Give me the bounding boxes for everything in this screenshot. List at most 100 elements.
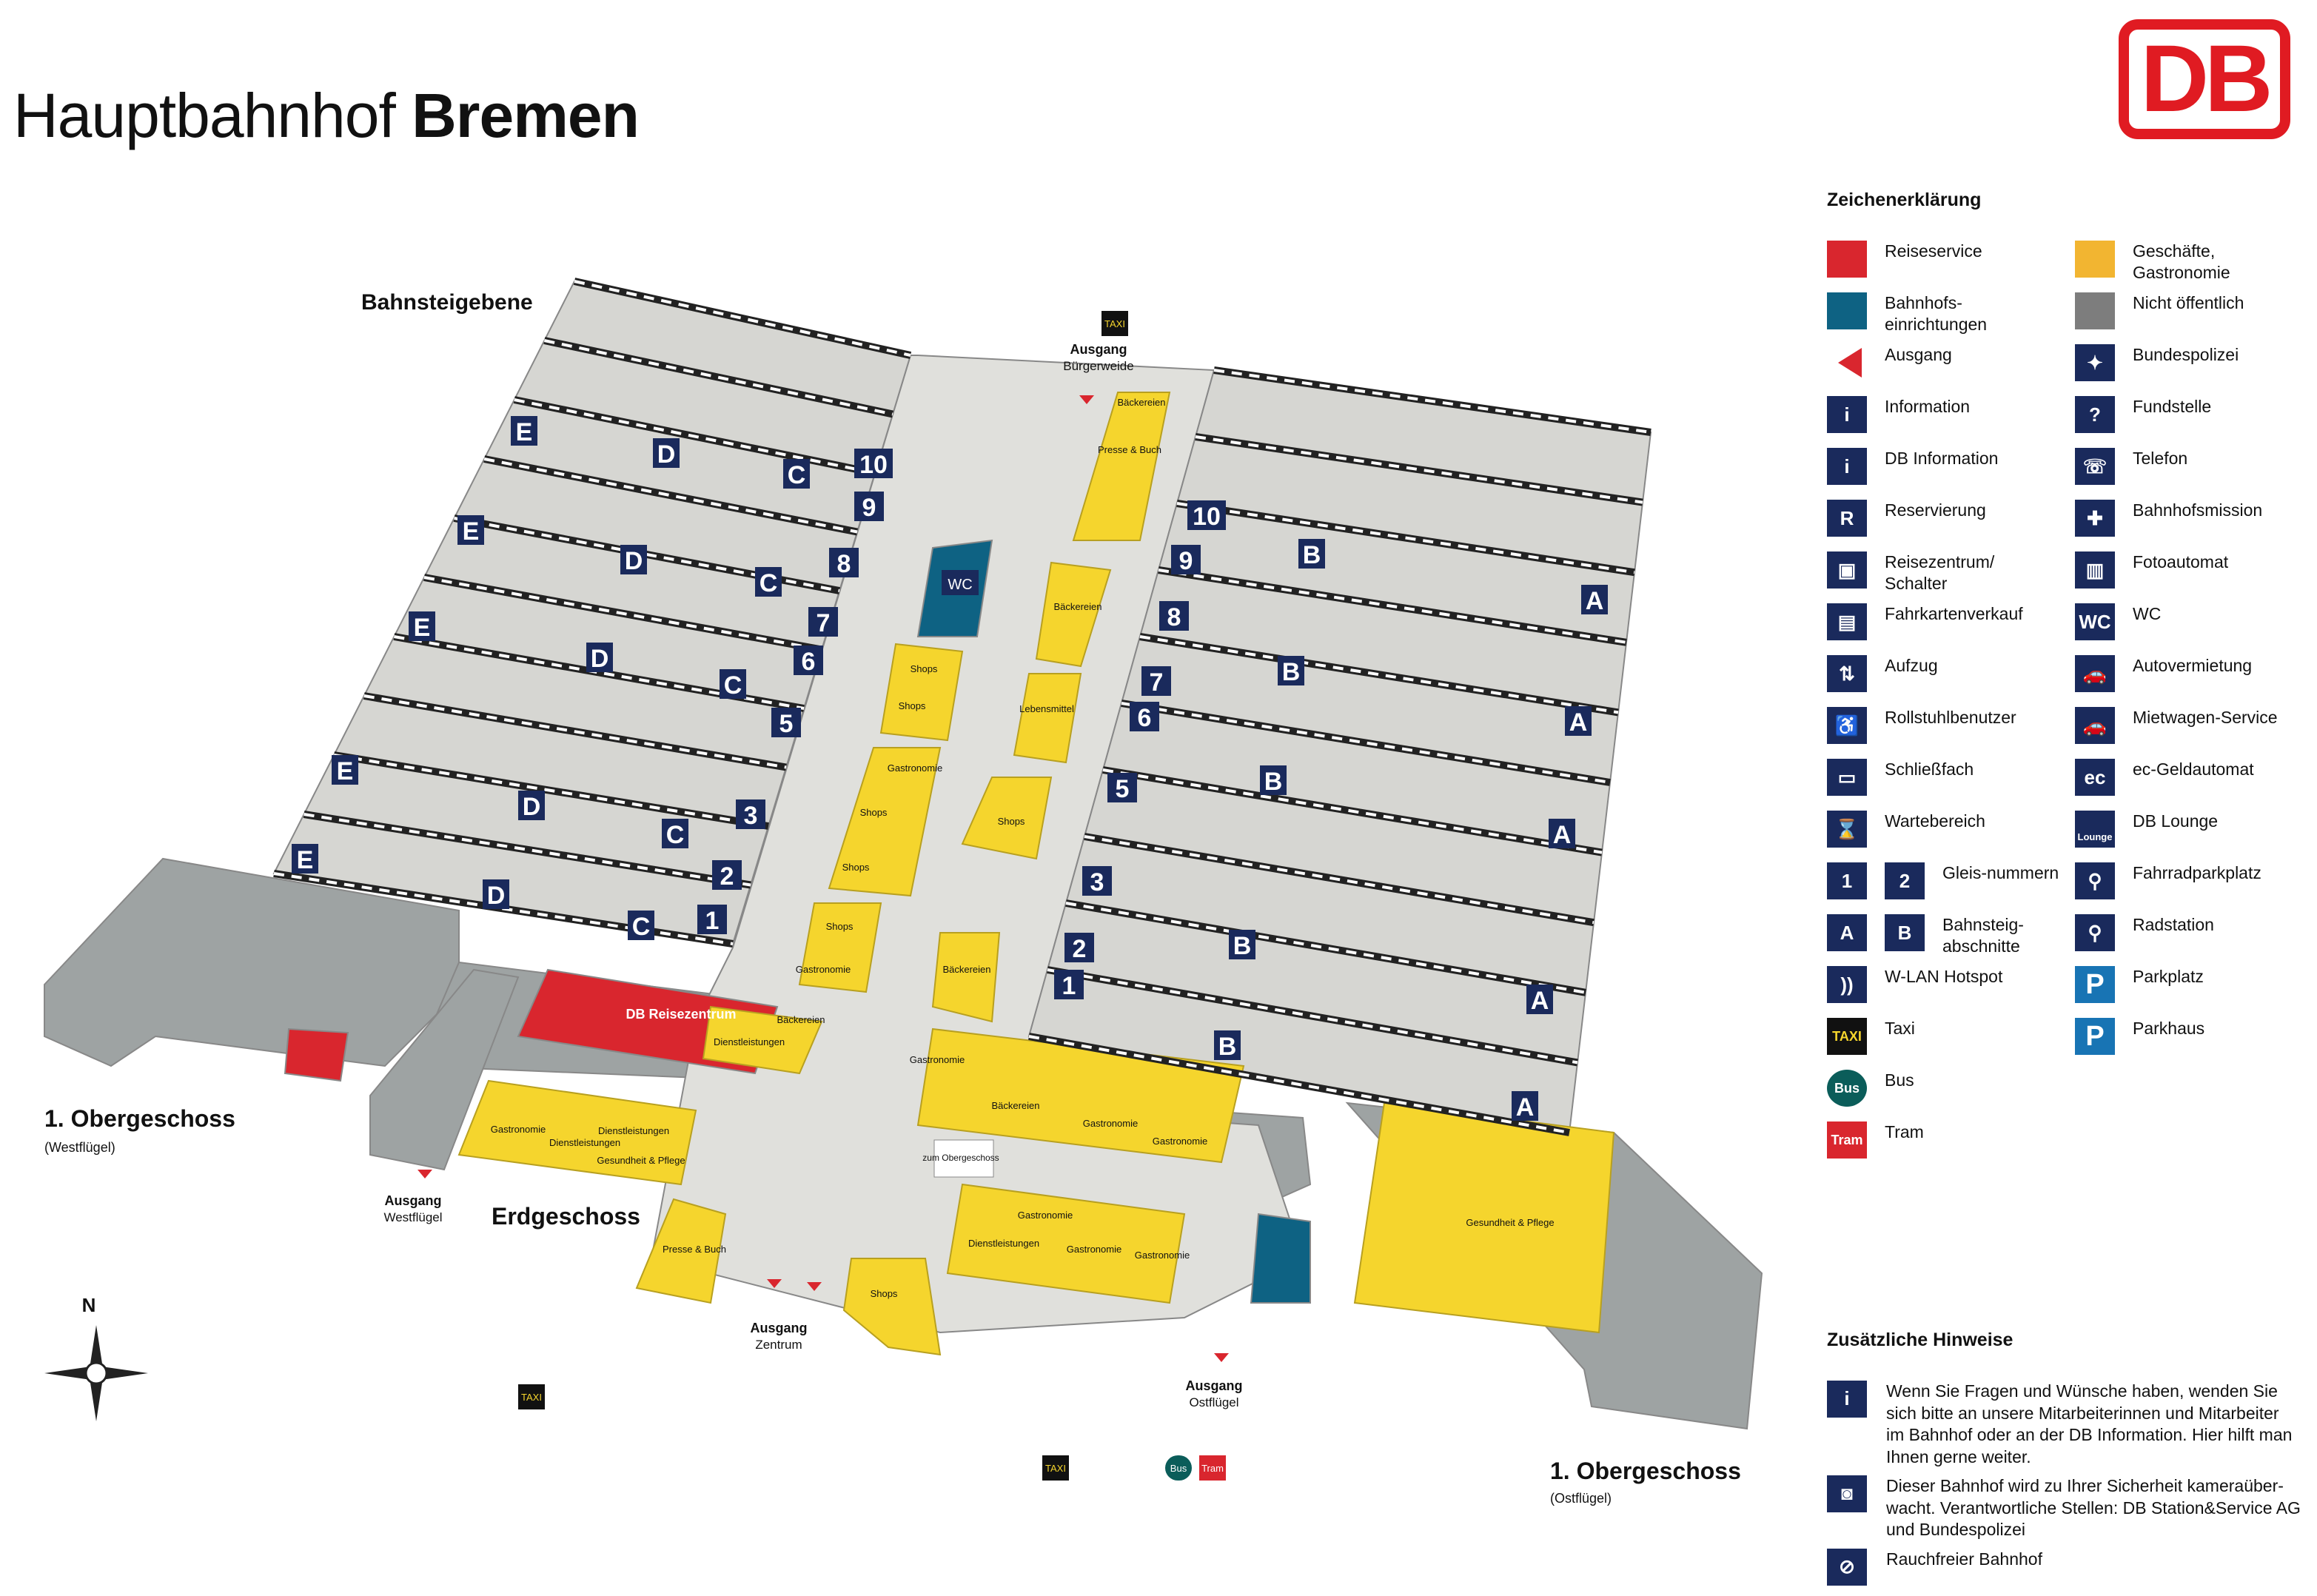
shop-label: Shops (899, 700, 926, 711)
yellow-swatch (2075, 241, 2115, 278)
legend-title: Zeichenerklärung (1827, 190, 1982, 210)
legend-item: ☏Telefon (2075, 448, 2301, 485)
taxi-label: TAXI (1045, 1463, 1066, 1474)
track-number-badge-label: 5 (779, 710, 794, 738)
platform-section-badge: E (409, 611, 435, 642)
platform-section-badge: A (1526, 985, 1553, 1015)
rail-track (1065, 899, 1586, 996)
title-city: Bremen (412, 81, 640, 150)
level-label-east-sub: (Ostflügel) (1550, 1491, 1612, 1506)
legend-label: Reiseservice (1885, 241, 1982, 261)
rail-track-ties (1139, 635, 1619, 714)
track-number-badge: 5 (1107, 773, 1137, 803)
legend-label: Radstation (2133, 915, 2214, 934)
platform-section-badge-label: D (523, 793, 541, 821)
rental-car-icon: 🚗 (2075, 707, 2115, 744)
taxi-icon: TAXI (1827, 1018, 1867, 1055)
exit-marker (1079, 395, 1094, 404)
track-number-badge: 5 (771, 708, 801, 738)
legend-item: ?Fundstelle (2075, 396, 2301, 433)
shop-label: Shops (826, 921, 854, 932)
platform-section-badge-label: C (760, 569, 778, 597)
track-number-badge-label: 8 (1167, 603, 1181, 631)
legend-label: Fahrkartenverkauf (1885, 604, 2023, 623)
waiting-icon: ⌛ (1827, 811, 1867, 848)
legend-item: ⌛Wartebereich (1827, 811, 2075, 848)
shop-label: Gastronomie (491, 1124, 546, 1135)
legend-label: Taxi (1885, 1019, 1915, 1038)
notes-title: Zusätzliche Hinweise (1827, 1330, 2013, 1350)
track-number-badge-label: 10 (859, 451, 888, 479)
legend-item: ▣Reisezentrum/ Schalter (1827, 551, 2075, 593)
platform-section-badge-label: C (724, 671, 742, 700)
ticket-machine-icon: ▤ (1827, 603, 1867, 640)
legend-item: ⚲Fahrradparkplatz (2075, 862, 2301, 899)
wc-icon (942, 570, 979, 595)
section-icon: A (1827, 914, 1867, 951)
track-number-badge-label: 8 (837, 550, 851, 578)
legend-item: 🚗Autovermietung (2075, 655, 2301, 692)
shop-area (457, 1079, 697, 1186)
db-logo: DB (2119, 19, 2290, 139)
legend-item: ⚲Radstation (2075, 914, 2301, 951)
platform-section-badge: A (1549, 819, 1575, 849)
legend-item: ⇅Aufzug (1827, 655, 2075, 692)
legend-label: W-LAN Hotspot (1885, 967, 2003, 986)
shop-label: Gesundheit & Pflege (1466, 1217, 1554, 1228)
shop-label: Shops (860, 807, 888, 818)
platform-section-badge: A (1565, 706, 1592, 737)
shop-area (961, 777, 1053, 860)
platform-section-badge-label: E (297, 846, 314, 874)
track-number-badge-label: 1 (1062, 972, 1076, 1000)
counter-icon: ▣ (1827, 551, 1867, 589)
rail-track-ties (483, 457, 858, 534)
platform-section-badge: B (1214, 1030, 1241, 1061)
no-smoking-icon: ⊘ (1827, 1548, 1867, 1586)
legend-item: Reiseservice (1827, 241, 2075, 278)
bus-label: Bus (1170, 1463, 1187, 1474)
exit-marker (807, 1282, 822, 1291)
taxi-label: TAXI (521, 1392, 542, 1403)
wifi-icon: )) (1827, 966, 1867, 1003)
track-number-icon: 2 (1885, 862, 1925, 899)
legend-label: Telefon (2133, 449, 2188, 468)
shop-label: Gastronomie (888, 762, 942, 774)
police-icon: ✦ (2075, 344, 2115, 381)
shop-area (635, 1198, 727, 1304)
rail-track-ties (1195, 435, 1643, 504)
legend-item: ✦Bundespolizei (2075, 344, 2301, 381)
legend-label: Rollstuhlbenutzer (1885, 708, 2016, 727)
rail-track-ties (1047, 968, 1578, 1064)
atm-icon: ec (2075, 759, 2115, 796)
shop-label: Dienstleistungen (714, 1036, 785, 1047)
rail-track-ties (1084, 835, 1595, 925)
db-lounge-area (284, 1027, 349, 1082)
note-text: Wenn Sie Fragen und Wünsche haben, wende… (1886, 1381, 2293, 1466)
shop-area (879, 643, 964, 742)
bahnhofsmission-area (1250, 1213, 1311, 1304)
legend-label: Autovermietung (2133, 656, 2253, 675)
platform-section-badge-label: E (516, 418, 533, 446)
note-text: Rauchfreier Bahnhof (1886, 1549, 2042, 1569)
bus-icon: Bus (1827, 1070, 1867, 1107)
taxi-icon: TAXI (1102, 311, 1128, 336)
rail-track-ties (1213, 369, 1652, 434)
bus-icon: Bus (1165, 1455, 1192, 1481)
platform-section-badge-label: B (1264, 768, 1283, 796)
legend-label: Ausgang (1885, 345, 1952, 364)
legend-label: Parkhaus (2133, 1019, 2205, 1038)
west-stair-block (369, 968, 520, 1171)
shop-label: Gastronomie (1153, 1136, 1207, 1147)
shop-area (798, 902, 882, 993)
legend-item: ♿Rollstuhlbenutzer (1827, 707, 2075, 744)
exit-sublabel-center: Zentrum (755, 1338, 802, 1352)
platform-section-badge-label: E (463, 517, 480, 546)
rail-track-ties (1121, 702, 1611, 784)
db-info-icon: i (1827, 448, 1867, 485)
